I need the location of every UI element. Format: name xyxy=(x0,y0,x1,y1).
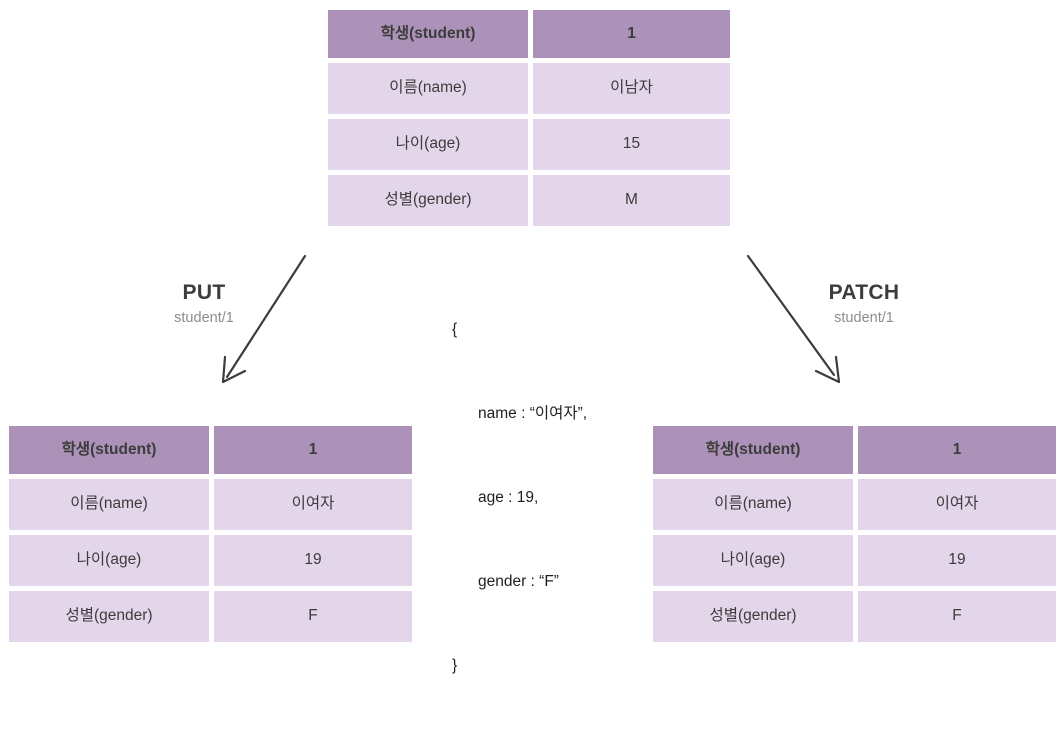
field-label-gender: 성별(gender) xyxy=(328,175,528,226)
table-header-row: 학생(student) 1 xyxy=(653,426,1056,474)
method-label-put: PUT student/1 xyxy=(124,281,284,328)
table-row: 나이(age) 19 xyxy=(653,535,1056,586)
payload-field-age: age : 19, xyxy=(478,489,539,506)
field-label-gender: 성별(gender) xyxy=(653,591,853,642)
method-name-patch: PATCH xyxy=(828,281,900,304)
payload-open-brace: { xyxy=(452,321,458,338)
field-value-age: 19 xyxy=(214,535,412,586)
header-cell-entity: 학생(student) xyxy=(328,10,528,58)
field-label-name: 이름(name) xyxy=(653,479,853,530)
method-path-put: student/1 xyxy=(174,310,234,327)
header-cell-entity: 학생(student) xyxy=(9,426,209,474)
table-row: 성별(gender) F xyxy=(9,591,412,642)
field-value-gender: M xyxy=(533,175,730,226)
table-row: 나이(age) 19 xyxy=(9,535,412,586)
student-record-table-original: 학생(student) 1 이름(name) 이남자 나이(age) 15 성별… xyxy=(328,10,730,226)
field-label-age: 나이(age) xyxy=(653,535,853,586)
method-path-patch: student/1 xyxy=(834,310,894,327)
table-header-row: 학생(student) 1 xyxy=(328,10,730,58)
header-cell-id: 1 xyxy=(858,426,1056,474)
table-row: 성별(gender) F xyxy=(653,591,1056,642)
table-row: 이름(name) 이남자 xyxy=(328,63,730,114)
table-row: 성별(gender) M xyxy=(328,175,730,226)
method-name-put: PUT xyxy=(182,281,226,304)
student-record-table-patch-result: 학생(student) 1 이름(name) 이여자 나이(age) 19 성별… xyxy=(653,426,1056,642)
field-value-gender: F xyxy=(214,591,412,642)
field-label-age: 나이(age) xyxy=(328,119,528,170)
payload-close-brace: } xyxy=(452,657,458,674)
field-label-name: 이름(name) xyxy=(9,479,209,530)
diagram-canvas: 학생(student) 1 이름(name) 이남자 나이(age) 15 성별… xyxy=(9,10,1056,674)
field-label-gender: 성별(gender) xyxy=(9,591,209,642)
payload-field-name: name : “이여자”, xyxy=(478,405,588,422)
field-value-age: 15 xyxy=(533,119,730,170)
table-row: 이름(name) 이여자 xyxy=(653,479,1056,530)
field-value-gender: F xyxy=(858,591,1056,642)
table-row: 나이(age) 15 xyxy=(328,119,730,170)
header-cell-id: 1 xyxy=(533,10,730,58)
payload-field-gender: gender : “F” xyxy=(478,573,559,590)
student-record-table-put-result: 학생(student) 1 이름(name) 이여자 나이(age) 19 성별… xyxy=(9,426,412,642)
table-row: 이름(name) 이여자 xyxy=(9,479,412,530)
request-payload-block: { name : “이여자”, age : 19, gender : “F” } xyxy=(452,260,587,736)
field-value-name: 이여자 xyxy=(858,479,1056,530)
header-cell-id: 1 xyxy=(214,426,412,474)
header-cell-entity: 학생(student) xyxy=(653,426,853,474)
field-value-name: 이여자 xyxy=(214,479,412,530)
field-label-age: 나이(age) xyxy=(9,535,209,586)
field-value-name: 이남자 xyxy=(533,63,730,114)
table-header-row: 학생(student) 1 xyxy=(9,426,412,474)
field-label-name: 이름(name) xyxy=(328,63,528,114)
method-label-patch: PATCH student/1 xyxy=(784,281,944,328)
field-value-age: 19 xyxy=(858,535,1056,586)
